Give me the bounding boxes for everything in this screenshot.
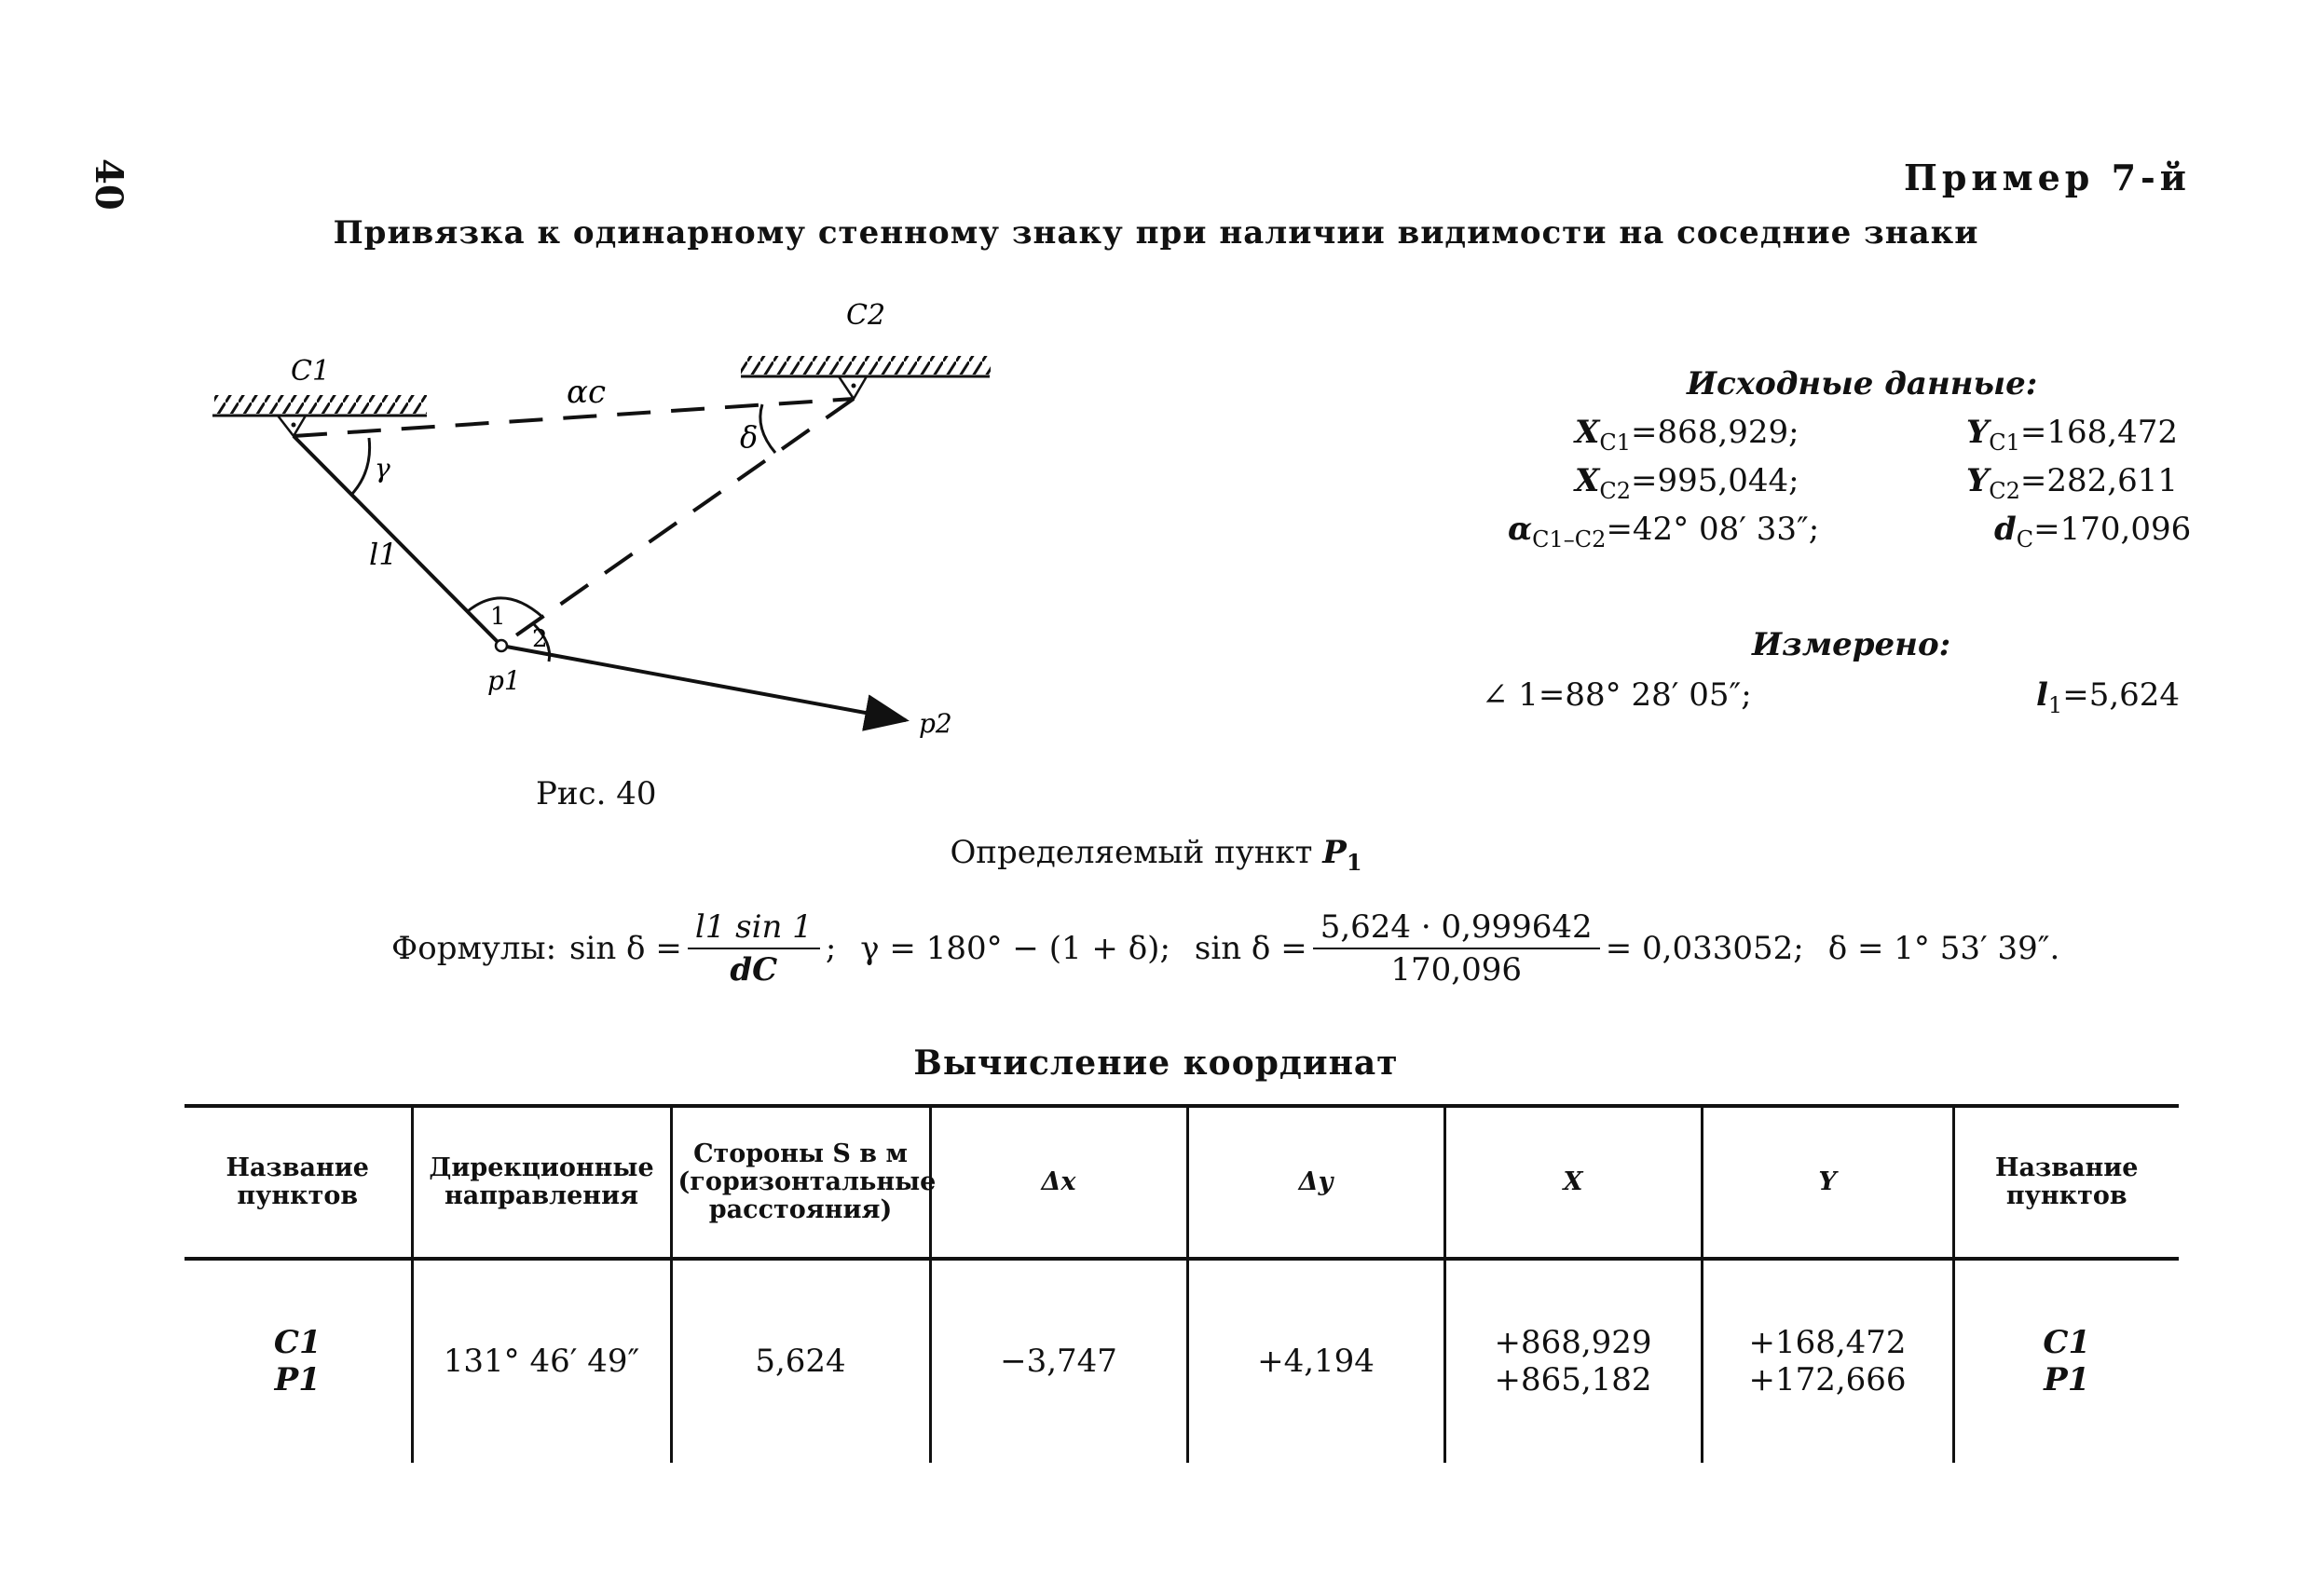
d-c: dC=170,096 [1994, 511, 2192, 552]
angle-2-arc [531, 621, 552, 662]
formula-3-fraction: 5,624 · 0,999642 170,096 [1312, 908, 1600, 989]
coordinates-table: Название пунктов Дирекционные направлени… [185, 1104, 2179, 1463]
formula-3-rhs: = 0,033052; [1605, 930, 1804, 967]
cell-points: C1 P1 [185, 1259, 414, 1463]
formulas-label: Формулы: [391, 930, 557, 967]
label-l1: l1 [369, 537, 398, 572]
page-title: Привязка к одинарному стенному знаку при… [333, 214, 1979, 252]
wall-c2 [741, 356, 991, 378]
header-dy: Δy [1185, 1106, 1446, 1259]
example-label: Пример 7-й [1903, 157, 2191, 198]
y-c1: YC1=168,472 [1966, 414, 2179, 456]
y-c2: YC2=282,611 [1966, 462, 2179, 504]
cell-direction: 131° 46′ 49″ [410, 1259, 673, 1463]
side-l1 [292, 434, 503, 648]
initial-data-title: Исходные данные: [1687, 365, 2038, 402]
determined-point: Определяемый пункт P1 [950, 834, 1362, 876]
direction-p1-p2 [500, 644, 910, 731]
label-delta: δ [740, 419, 758, 455]
label-alpha-c: αc [567, 374, 606, 411]
angle-1-arc [467, 596, 543, 619]
x-c2: XC2=995,044; [1575, 462, 1799, 504]
base-line-c1-c2 [293, 397, 855, 438]
cell-x: +868,929 +865,182 [1443, 1259, 1703, 1463]
header-sides: Стороны S в м (горизонтальные расстояния… [669, 1106, 936, 1259]
alpha-c1-c2: αC1–C2=42° 08′ 33″; [1508, 511, 1820, 552]
label-c1: C1 [291, 355, 330, 388]
x-c1: XC1=868,929; [1575, 414, 1799, 456]
table-row: C1 P1 131° 46′ 49″ 5,624 −3,747 +4,194 +… [185, 1259, 2179, 1463]
label-p2: p2 [919, 708, 952, 739]
point-p1 [494, 638, 509, 653]
formula-4: δ = 1° 53′ 39″. [1827, 930, 2060, 967]
figure-caption: Рис. 40 [536, 775, 657, 812]
formulas-row: Формулы: sin δ = l1 sin 1 dC ; γ = 180° … [391, 893, 2059, 1004]
formula-3-lhs: sin δ = [1194, 930, 1307, 967]
table-header-row: Название пунктов Дирекционные направлени… [185, 1106, 2179, 1259]
label-p1: p1 [487, 665, 521, 696]
label-c2: C2 [846, 299, 885, 332]
measured-l1: l1=5,624 [2036, 676, 2181, 718]
header-x: X [1443, 1106, 1703, 1259]
mark-c2 [836, 375, 869, 402]
wall-c1 [212, 395, 427, 417]
header-dx: Δx [928, 1106, 1189, 1259]
measured-angle: ∠ 1=88° 28′ 05″; [1482, 676, 1752, 714]
mark-c1 [275, 414, 308, 439]
header-direction: Дирекционные направления [410, 1106, 673, 1259]
formula-1-fraction: l1 sin 1 dC [687, 908, 820, 989]
label-gamma: γ [375, 453, 390, 484]
table-title: Вычисление координат [913, 1044, 1399, 1083]
header-point-name: Название пунктов [185, 1106, 414, 1259]
cell-y: +168,472 +172,666 [1700, 1259, 1955, 1463]
header-y: Y [1700, 1106, 1955, 1259]
figure-40-diagram: C1 C2 αc δ γ l1 1 2 p1 p2 [212, 299, 991, 739]
cell-dy: +4,194 [1185, 1259, 1446, 1463]
angle-delta-arc [759, 403, 777, 454]
label-angle-1: 1 [490, 603, 506, 631]
cell-names: C1 P1 [1951, 1259, 2179, 1463]
line-c2-p1 [499, 397, 855, 648]
angle-gamma-arc [350, 437, 372, 495]
measured-title: Измерено: [1752, 626, 1951, 663]
page-number: 40 [87, 158, 130, 211]
header-point-name-right: Название пунктов [1951, 1106, 2179, 1259]
cell-side: 5,624 [669, 1259, 932, 1463]
cell-dx: −3,747 [928, 1259, 1189, 1463]
label-angle-2: 2 [532, 625, 548, 653]
formula-separator: ; [825, 930, 837, 967]
formula-1-lhs: sin δ = [569, 930, 682, 967]
formula-2: γ = 180° − (1 + δ); [860, 930, 1170, 967]
